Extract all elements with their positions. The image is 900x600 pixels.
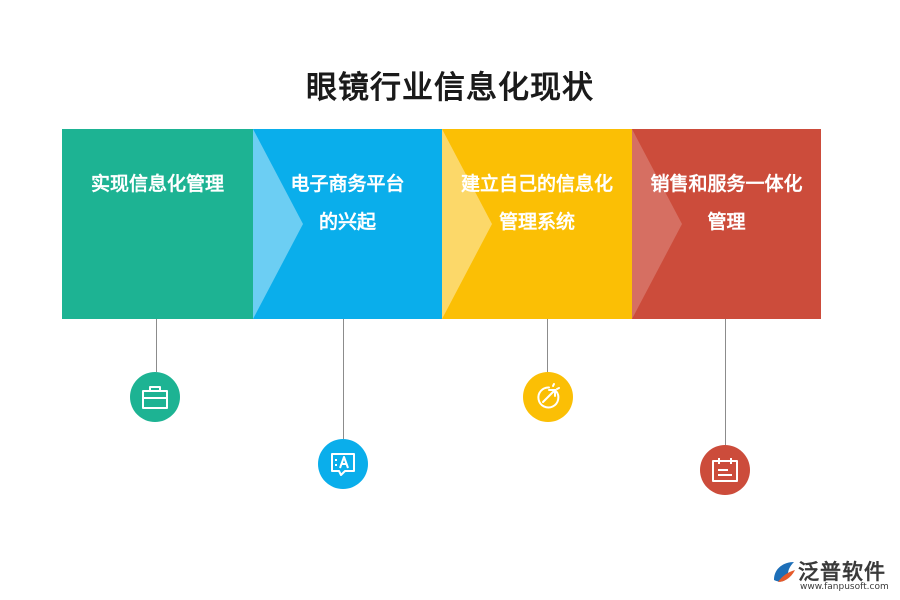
step-4-line-2: 管理: [707, 211, 746, 233]
connector-line-2: [343, 319, 344, 439]
brand-logo: 泛普软件 www.fanpusoft.com: [768, 552, 898, 596]
step-block-3: 建立自己的信息化 管理系统: [442, 129, 632, 319]
chevron-arrow-2: [253, 129, 303, 319]
connector-line-3: [547, 319, 548, 372]
step-3-line-2: 管理系统: [498, 211, 575, 233]
step-label-4: 销售和服务一体化 管理: [632, 165, 821, 241]
step-label-3: 建立自己的信息化 管理系统: [442, 165, 632, 241]
step-label-1: 实现信息化管理: [62, 165, 253, 203]
page-title: 眼镜行业信息化现状: [306, 70, 594, 106]
chevron-arrow-3: [442, 129, 492, 319]
chevron-arrow-4: [632, 129, 682, 319]
step-2-line-1: 电子商务平台: [290, 173, 405, 195]
growth-arrow-icon: [523, 372, 573, 422]
message-text-icon: [318, 439, 368, 489]
step-block-1: 实现信息化管理: [62, 129, 253, 319]
connector-line-1: [156, 319, 157, 372]
toolbox-icon: [130, 372, 180, 422]
logo-text: 泛普软件: [798, 560, 886, 584]
logo-url: www.fanpusoft.com: [800, 582, 889, 592]
logo-mark-icon: [774, 562, 795, 582]
step-3-line-1: 建立自己的信息化: [460, 173, 613, 195]
step-1-line-1: 实现信息化管理: [90, 173, 224, 195]
step-4-line-1: 销售和服务一体化: [650, 173, 803, 195]
step-2-line-2: 的兴起: [318, 211, 376, 233]
step-label-2: 电子商务平台 的兴起: [253, 165, 442, 241]
step-block-2: 电子商务平台 的兴起: [253, 129, 442, 319]
step-block-4: 销售和服务一体化 管理: [632, 129, 821, 319]
connector-line-4: [725, 319, 726, 445]
calendar-icon: [700, 445, 750, 495]
